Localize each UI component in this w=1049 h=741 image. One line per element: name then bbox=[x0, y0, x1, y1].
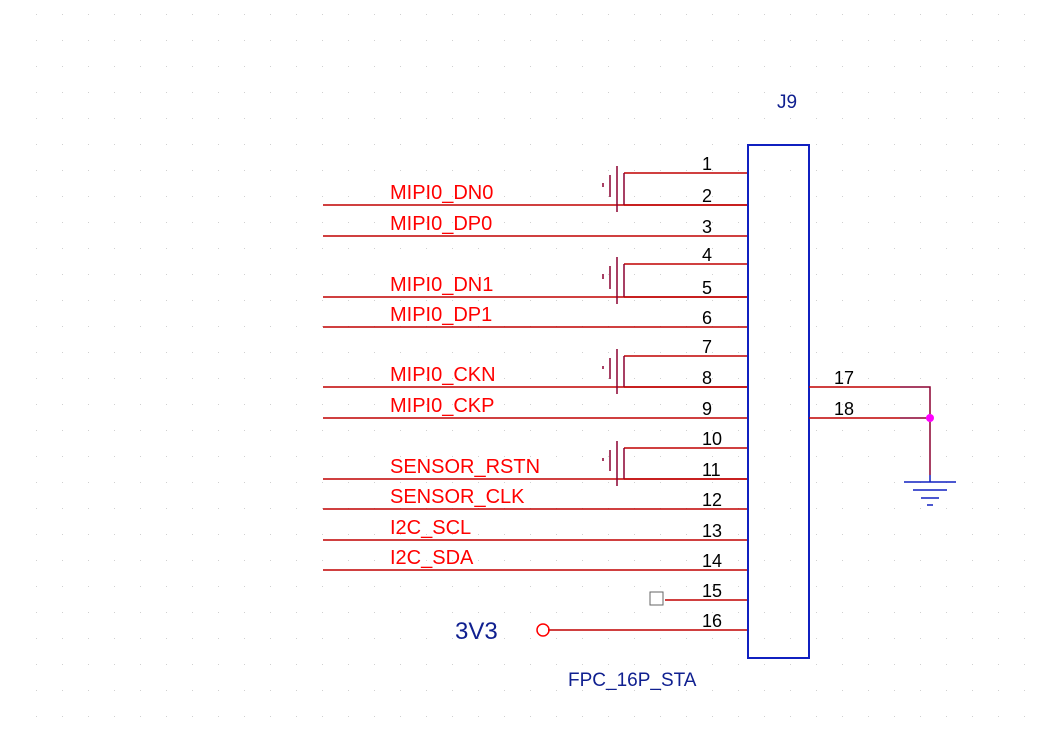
pin-number: 14 bbox=[702, 551, 722, 571]
net-label[interactable]: I2C_SCL bbox=[390, 517, 471, 539]
power-label: 3V3 bbox=[455, 618, 498, 645]
gnd-stub bbox=[602, 257, 748, 304]
pin-number: 8 bbox=[702, 368, 712, 388]
gnd-stub bbox=[602, 441, 748, 486]
pin-number: 12 bbox=[702, 490, 722, 510]
component-value: FPC_16P_STA bbox=[568, 670, 697, 691]
pin-number: 4 bbox=[702, 245, 712, 265]
gnd-stub bbox=[602, 166, 748, 212]
pin-wires bbox=[323, 172, 748, 631]
ground-symbol bbox=[904, 475, 956, 506]
net-label[interactable]: I2C_SDA bbox=[390, 547, 474, 569]
net-label[interactable]: MIPI0_CKP bbox=[390, 395, 494, 417]
no-connect-marker bbox=[649, 591, 664, 606]
pin-number: 10 bbox=[702, 429, 722, 449]
net-label[interactable]: MIPI0_DN0 bbox=[390, 182, 493, 204]
pin-number: 15 bbox=[702, 581, 722, 601]
power-port-3v3[interactable]: 3V3 bbox=[455, 618, 550, 645]
pin-number: 1 bbox=[702, 154, 712, 174]
gnd-bars bbox=[602, 166, 748, 486]
net-label[interactable]: SENSOR_CLK bbox=[390, 486, 525, 508]
net-label[interactable]: MIPI0_CKN bbox=[390, 364, 496, 386]
net-label[interactable]: SENSOR_RSTN bbox=[390, 456, 540, 478]
connector-body[interactable] bbox=[747, 144, 810, 659]
net-label[interactable]: MIPI0_DP0 bbox=[390, 213, 492, 235]
net-labels: MIPI0_DN0MIPI0_DP0MIPI0_DN1MIPI0_DP1MIPI… bbox=[390, 182, 540, 569]
gnd-stub bbox=[602, 349, 748, 394]
pin-number: 5 bbox=[702, 278, 712, 298]
pin-number: 9 bbox=[702, 399, 712, 419]
pin-number: 17 bbox=[834, 368, 854, 388]
net-label[interactable]: MIPI0_DP1 bbox=[390, 304, 492, 326]
pin-number: 3 bbox=[702, 217, 712, 237]
pin-number: 7 bbox=[702, 337, 712, 357]
pin-number: 11 bbox=[702, 460, 721, 480]
grid-dots bbox=[36, 14, 1025, 717]
component-designator: J9 bbox=[777, 92, 797, 113]
net-label[interactable]: MIPI0_DN1 bbox=[390, 274, 493, 296]
power-port-circle bbox=[536, 623, 550, 637]
pin-number: 6 bbox=[702, 308, 712, 328]
pin-number: 13 bbox=[702, 521, 722, 541]
junction-dot bbox=[926, 414, 934, 422]
pin-number: 18 bbox=[834, 399, 854, 419]
pin-number: 16 bbox=[702, 611, 722, 631]
pin-number: 2 bbox=[702, 186, 712, 206]
